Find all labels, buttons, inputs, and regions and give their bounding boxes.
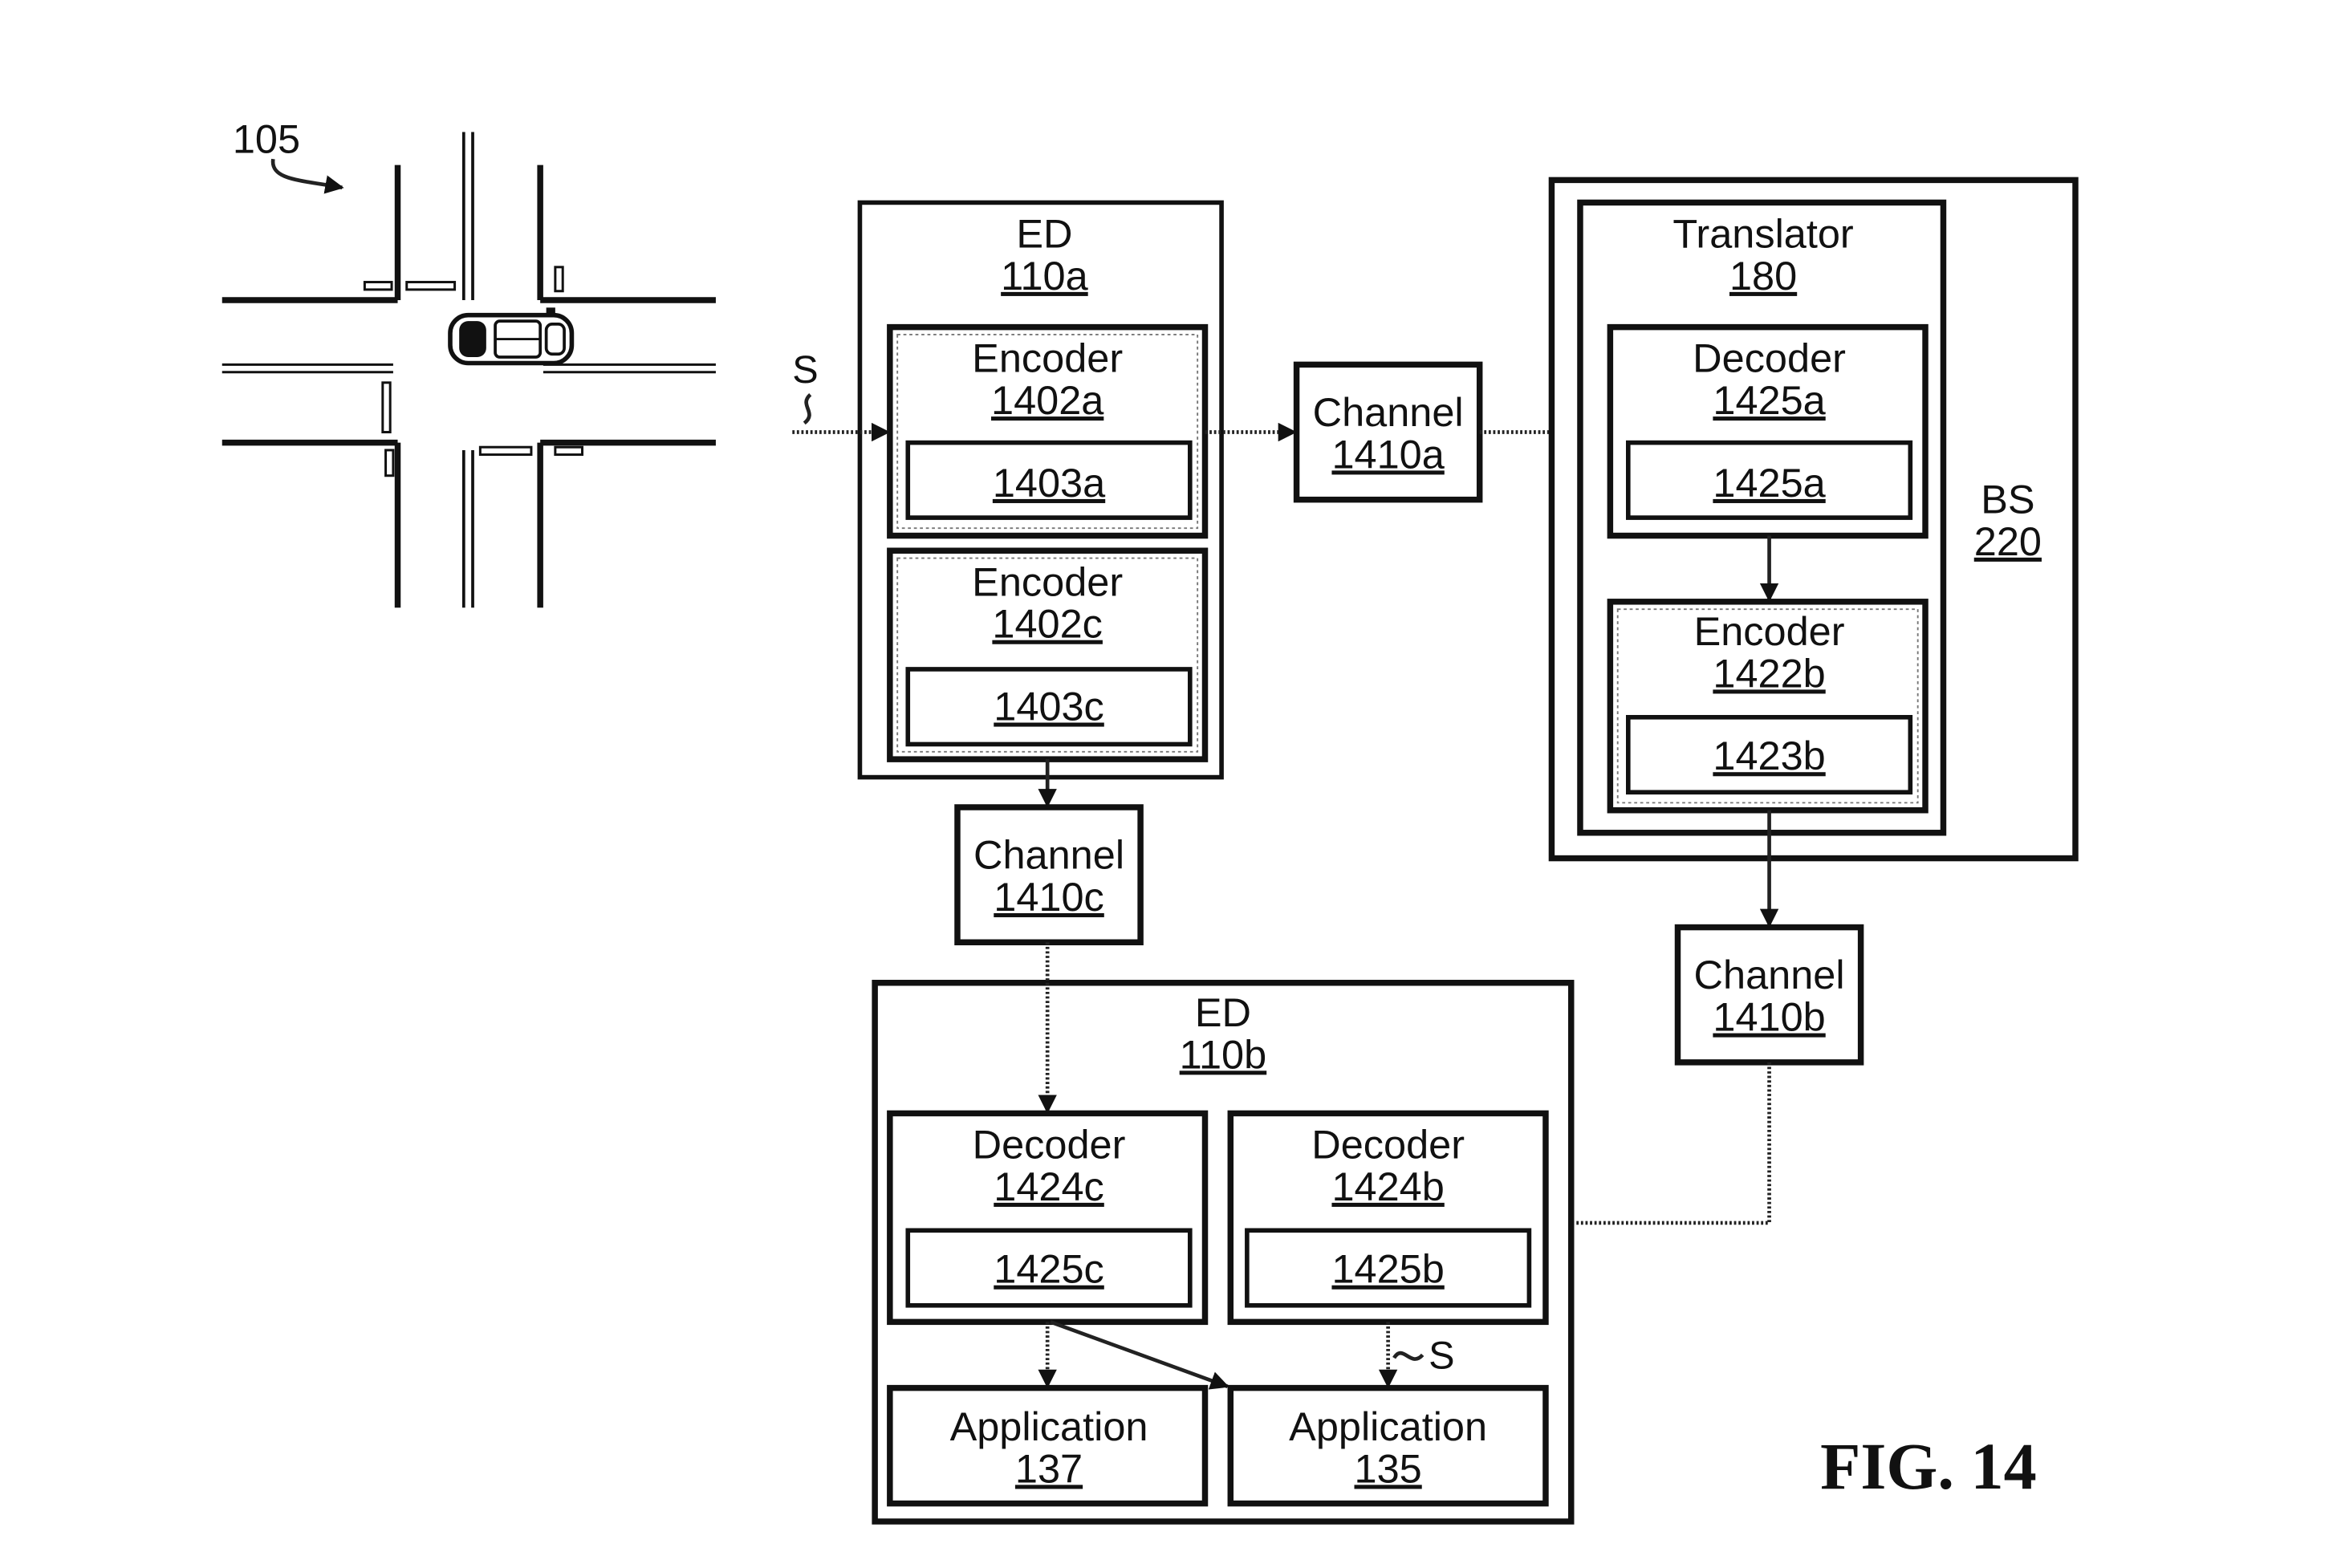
decoder-1424b: Decoder 1424b 1425b [1227,1110,1549,1326]
signal-input-label: S [792,348,818,392]
application-135-title: Application [1289,1403,1487,1449]
translator-180: Translator 180 Decoder 1425a 1425a Encod… [1577,199,1947,836]
scene-leader-arrow [270,158,344,194]
encoder-1422b-ref: 1422b [1713,650,1825,696]
ed-110a-title: ED [1016,211,1072,257]
ed-110b-ref: 110b [1180,1031,1267,1077]
bs-220-title: BS [1981,476,2034,522]
encoder-1402c-title: Encoder [972,559,1123,604]
intersection-scene: 105 [222,116,716,608]
block-1403a: 1403a [993,460,1106,506]
encoder-1422b-title: Encoder [1694,608,1845,654]
channel-1410c-ref: 1410c [994,874,1104,920]
decoder-1424b-title: Decoder [1311,1122,1465,1168]
decoder-1425a-title: Decoder [1693,335,1846,381]
ed-110a: ED 110a Encoder 1402a 1403a Encoder 1402… [857,200,1224,780]
encoder-1402c-ref: 1402c [992,601,1103,647]
ed-110a-ref: 110a [1001,253,1088,299]
channel-1410b-title: Channel [1694,952,1845,997]
decoder-1424c-ref: 1424c [994,1164,1104,1209]
encoder-1402a-ref: 1402a [991,377,1104,423]
decoder-1424c: Decoder 1424c 1425c [887,1110,1209,1326]
block-1425a: 1425a [1713,460,1826,506]
decoder-1424b-ref: 1424b [1331,1164,1444,1209]
scene-reference-label: 105 [233,116,300,162]
translator-180-ref: 180 [1729,253,1797,299]
block-1423b: 1423b [1713,733,1825,778]
application-135-ref: 135 [1355,1445,1422,1491]
block-1403c: 1403c [994,684,1104,729]
channel-1410a: Channel 1410a [1293,361,1483,503]
application-135: Application 135 [1227,1384,1549,1507]
signal-app-label: S [1429,1334,1454,1377]
encoder-1422b: Encoder 1422b 1423b [1607,599,1928,814]
channel-1410a-ref: 1410a [1331,431,1445,477]
decoder-1425a: Decoder 1425a 1425a [1607,323,1928,539]
encoder-1402a: Encoder 1402a 1403a [887,323,1209,539]
application-137: Application 137 [887,1384,1209,1507]
channel-1410c-title: Channel [973,832,1124,878]
block-1425c: 1425c [994,1246,1104,1292]
channel-1410b-ref: 1410b [1713,994,1825,1040]
encoder-1402c: Encoder 1402c 1403c [887,547,1209,762]
figure-label: FIG. 14 [1820,1430,2037,1503]
translator-180-title: Translator [1672,211,1853,257]
channel-1410c: Channel 1410c [954,804,1144,946]
application-137-ref: 137 [1015,1445,1083,1491]
channel-1410a-title: Channel [1313,389,1464,435]
application-137-title: Application [950,1403,1148,1449]
ed-110b-title: ED [1195,989,1251,1035]
decoder-1424c-title: Decoder [973,1122,1126,1168]
block-1425b: 1425b [1331,1246,1444,1292]
ed-110b: ED 110b Decoder 1424c 1425c Decoder 1424… [872,942,1575,1525]
car-icon [448,307,575,366]
decoder-1425a-ref: 1425a [1713,377,1826,423]
bs-220-ref: 220 [1974,518,2042,564]
encoder-1402a-title: Encoder [972,335,1123,381]
channel-1410b: Channel 1410b [1674,924,1864,1066]
bs-220: BS 220 Translator 180 Decoder 1425a 1425… [1548,177,2079,862]
